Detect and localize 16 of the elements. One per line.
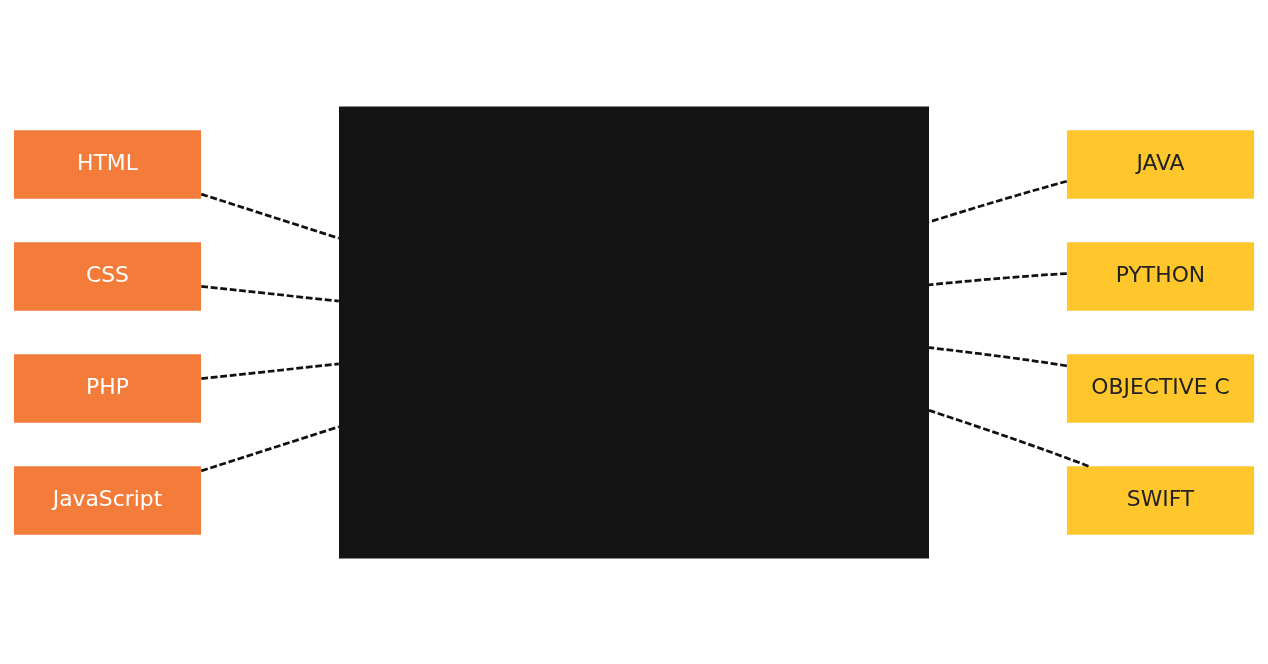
connector [200,424,340,472]
node-box: JAVA [1066,129,1255,199]
connector [928,271,1067,286]
node-box: SWIFT [1066,465,1255,535]
node-box: PYTHON [1066,241,1255,311]
connector [201,284,339,302]
connector [201,362,339,380]
node-box: CSS [13,241,202,311]
connector [200,192,340,240]
connector [928,345,1067,367]
node-box: OBJECTIVE C [1066,353,1255,423]
connector [928,408,1089,467]
node-box: HTML [13,129,202,199]
node-box [339,105,929,559]
node-box: PHP [13,353,202,423]
node-box: JavaScript [13,465,202,535]
